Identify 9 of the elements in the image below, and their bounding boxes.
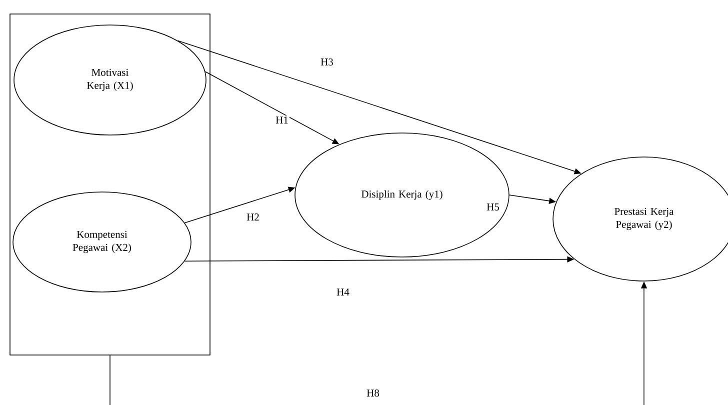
ellipse-node: Motivasi Kerja (X1) bbox=[14, 24, 206, 136]
edge-label: H1 bbox=[274, 116, 290, 124]
edge-label: H8 bbox=[366, 388, 380, 398]
edge-label: H2 bbox=[246, 212, 260, 222]
group-box bbox=[10, 14, 210, 356]
edge-label: H5 bbox=[486, 202, 500, 212]
ellipse-node: Kompetensi Pegawai (X2) bbox=[12, 192, 192, 292]
edge-label: H3 bbox=[320, 57, 334, 67]
edge-label: H4 bbox=[336, 288, 350, 296]
